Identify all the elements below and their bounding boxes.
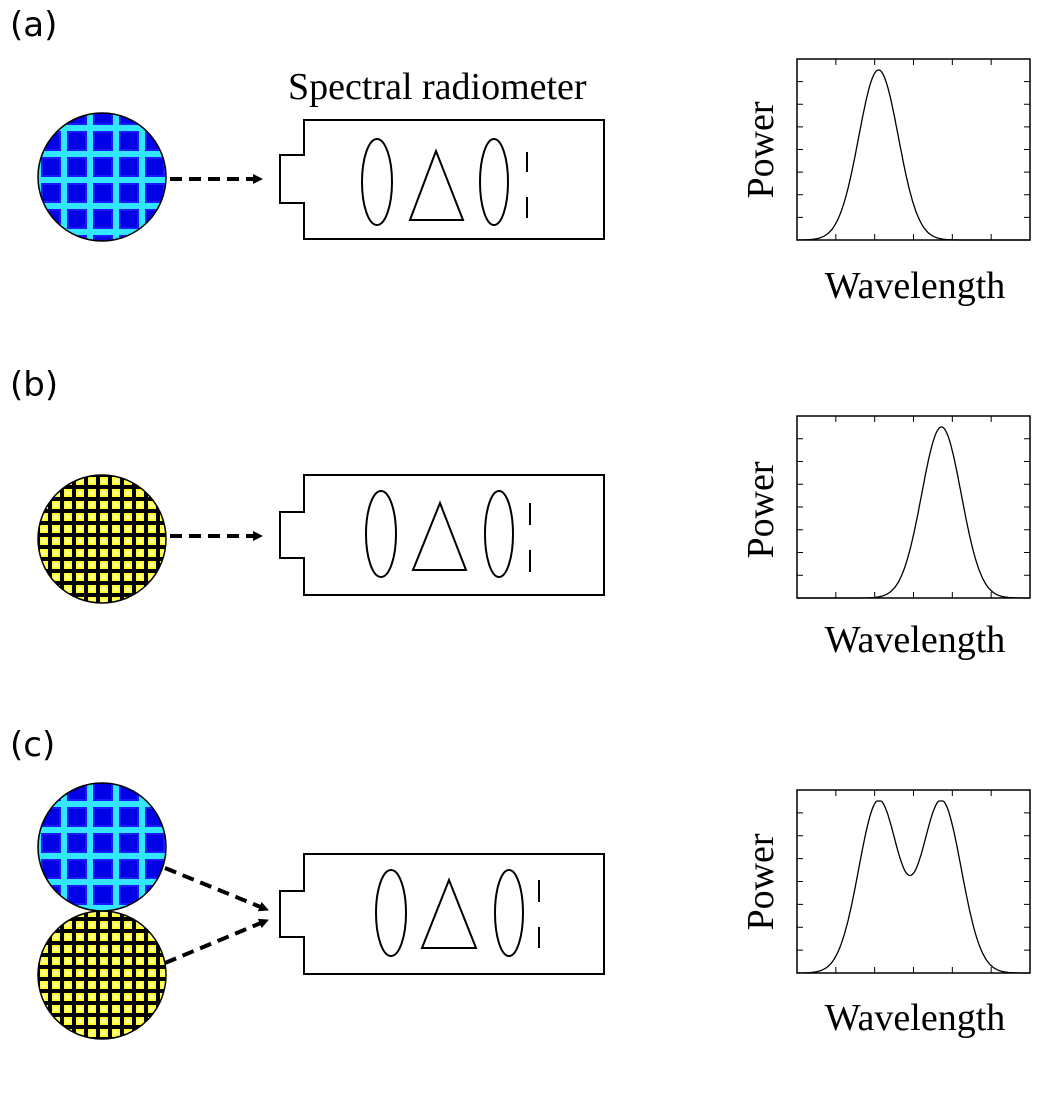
plot-ticks: [797, 59, 1030, 240]
lens-icon: [361, 138, 393, 226]
panel-label: (a): [10, 5, 57, 45]
x-axis-label: Wavelength: [825, 997, 1006, 1039]
radiometer-input-port: [279, 890, 304, 938]
x-axis-label: Wavelength: [825, 265, 1006, 307]
plot-frame: [796, 415, 1031, 599]
lens-icon: [365, 490, 397, 578]
blue-light-source: [37, 112, 167, 242]
y-axis-label: Power: [740, 101, 782, 198]
panel-label: (b): [10, 365, 58, 405]
radiometer-body: [303, 119, 605, 240]
lens-icon: [494, 869, 524, 957]
y-axis-label: Power: [740, 461, 782, 558]
light-path-arrow: [164, 918, 269, 965]
spectrum-curve: [797, 69, 1030, 241]
y-axis-label: Power: [740, 833, 782, 930]
radiometer-body: [303, 853, 605, 975]
spectrum-plot: Power Wavelength: [740, 415, 1031, 661]
light-path-arrow: [164, 866, 269, 912]
radiometer-body: [303, 474, 605, 596]
radiometer-input-port: [279, 154, 304, 204]
spectrum-plot: Power Wavelength: [740, 58, 1031, 307]
panel-b: (b) Power Wavelength: [10, 365, 1031, 661]
yellow-light-source: [37, 910, 167, 1040]
lens-icon: [484, 490, 514, 578]
spectrum-curve: [797, 426, 1030, 599]
spectral-radiometer-device: [279, 853, 605, 975]
radiometer-input-port: [279, 511, 304, 559]
x-axis-label: Wavelength: [825, 619, 1006, 661]
spectral-radiometer-device: [279, 474, 605, 596]
plot-ticks: [797, 416, 1030, 598]
yellow-light-source: [37, 474, 167, 604]
blue-light-source: [37, 782, 167, 912]
lens-icon: [375, 869, 407, 957]
plot-frame: [796, 58, 1031, 241]
spectrum-curve: [797, 800, 1030, 974]
spectrum-plot: Power Wavelength: [740, 789, 1031, 1039]
lens-icon: [479, 138, 509, 226]
radiometer-title: Spectral radiometer: [288, 66, 587, 108]
prism-icon: [420, 877, 478, 949]
panel-label: (c): [10, 725, 55, 765]
plot-ticks: [797, 790, 1030, 973]
spectral-radiometer-device: [279, 119, 605, 240]
prism-icon: [408, 148, 465, 221]
prism-icon: [411, 500, 468, 571]
plot-frame: [796, 789, 1031, 974]
panel-a: (a) Spectral radiometer Power Wavelength: [10, 5, 1031, 307]
panel-c: (c) Power Wavelength: [10, 725, 1031, 1040]
